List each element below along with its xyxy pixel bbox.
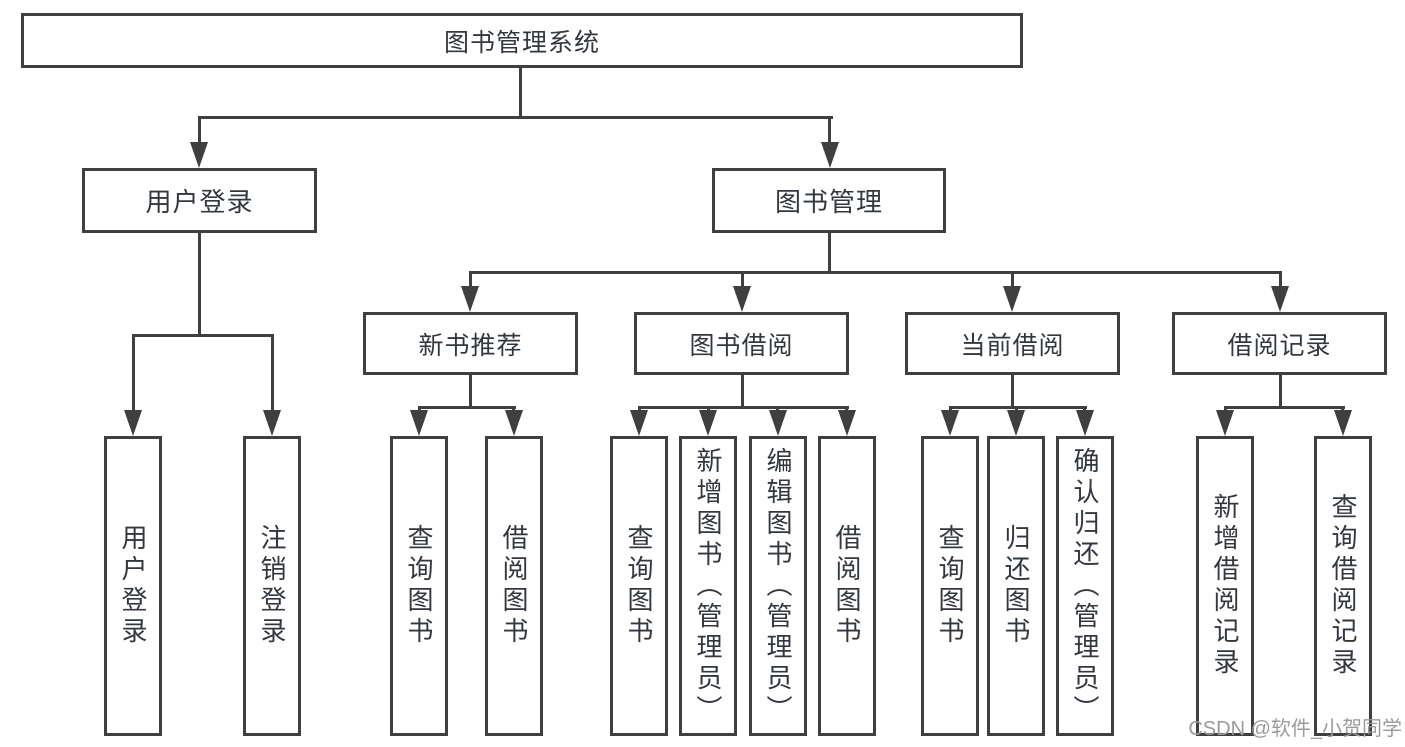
arrow-down-icon: [1216, 410, 1234, 436]
arrow-down-icon: [1334, 410, 1352, 436]
arrow-down-icon: [124, 410, 142, 436]
leaf-return-books: 归还图书: [987, 436, 1045, 736]
leaf-query-books-recommend: 查询图书: [390, 436, 448, 736]
node-book-management: 图书管理: [712, 168, 946, 233]
leaf-query-books-borrowing: 查询图书: [610, 436, 668, 736]
arrow-down-icon: [1007, 410, 1025, 436]
arrow-down-icon: [733, 286, 751, 312]
node-user-login: 用户登录: [82, 168, 317, 233]
arrow-down-icon: [505, 410, 523, 436]
connector-to-current-borrowing: [1011, 272, 1014, 288]
connector-to-new-book: [469, 272, 472, 288]
connector-borrowing-records-crossbar: [1224, 406, 1345, 409]
connector-book-borrowing-crossbar: [638, 406, 849, 409]
csdn-watermark: CSDN @软件_小贺同学: [1188, 718, 1402, 740]
arrow-down-icon: [769, 410, 787, 436]
connector-new-book-crossbar: [418, 406, 516, 409]
connector-to-leaf-user-login: [132, 335, 135, 412]
node-new-book-recommend: 新书推荐: [363, 312, 578, 375]
connector-to-book-borrowing: [741, 272, 744, 288]
connector-root-crossbar: [198, 116, 833, 119]
connector-book-management-crossbar: [469, 271, 1282, 274]
arrow-down-icon: [630, 410, 648, 436]
leaf-logout-login: 注销登录: [243, 436, 301, 736]
leaf-borrow-books-borrowing: 借阅图书: [818, 436, 876, 736]
node-library-management-system: 图书管理系统: [21, 13, 1023, 68]
arrow-down-icon: [1076, 410, 1094, 436]
arrow-down-icon: [410, 410, 428, 436]
connector-user-login-crossbar: [132, 334, 274, 337]
connector-current-borrowing-stem: [1011, 373, 1014, 408]
connector-to-user-login: [198, 117, 201, 147]
leaf-add-borrow-record: 新增借阅记录: [1196, 436, 1254, 736]
connector-to-book-management: [828, 117, 831, 147]
node-current-borrowing: 当前借阅: [905, 312, 1120, 375]
connector-to-leaf-logout: [271, 335, 274, 412]
leaf-user-login: 用户登录: [104, 436, 162, 736]
arrow-down-icon: [1271, 286, 1289, 312]
connector-current-borrowing-crossbar: [949, 406, 1087, 409]
connector-book-management-stem: [828, 231, 831, 273]
connector-book-borrowing-stem: [741, 373, 744, 408]
node-borrowing-records: 借阅记录: [1172, 312, 1387, 375]
leaf-confirm-return-admin: 确认归还（管理员）: [1056, 436, 1114, 736]
arrow-down-icon: [821, 142, 839, 168]
arrow-down-icon: [190, 142, 208, 168]
arrow-down-icon: [838, 410, 856, 436]
arrow-down-icon: [1003, 286, 1021, 312]
leaf-query-borrow-record: 查询借阅记录: [1314, 436, 1372, 736]
arrow-down-icon: [461, 286, 479, 312]
connector-borrowing-records-stem: [1279, 373, 1282, 408]
arrow-down-icon: [263, 410, 281, 436]
arrow-down-icon: [699, 410, 717, 436]
connector-new-book-stem: [469, 373, 472, 408]
leaf-add-books-admin: 新增图书（管理员）: [679, 436, 737, 736]
leaf-borrow-books-recommend: 借阅图书: [485, 436, 543, 736]
connector-root-stem: [519, 66, 522, 119]
leaf-query-books-current: 查询图书: [921, 436, 979, 736]
leaf-edit-books-admin: 编辑图书（管理员）: [749, 436, 807, 736]
node-book-borrowing: 图书借阅: [634, 312, 849, 375]
connector-to-borrowing-records: [1279, 272, 1282, 288]
arrow-down-icon: [941, 410, 959, 436]
connector-user-login-stem: [198, 231, 201, 336]
